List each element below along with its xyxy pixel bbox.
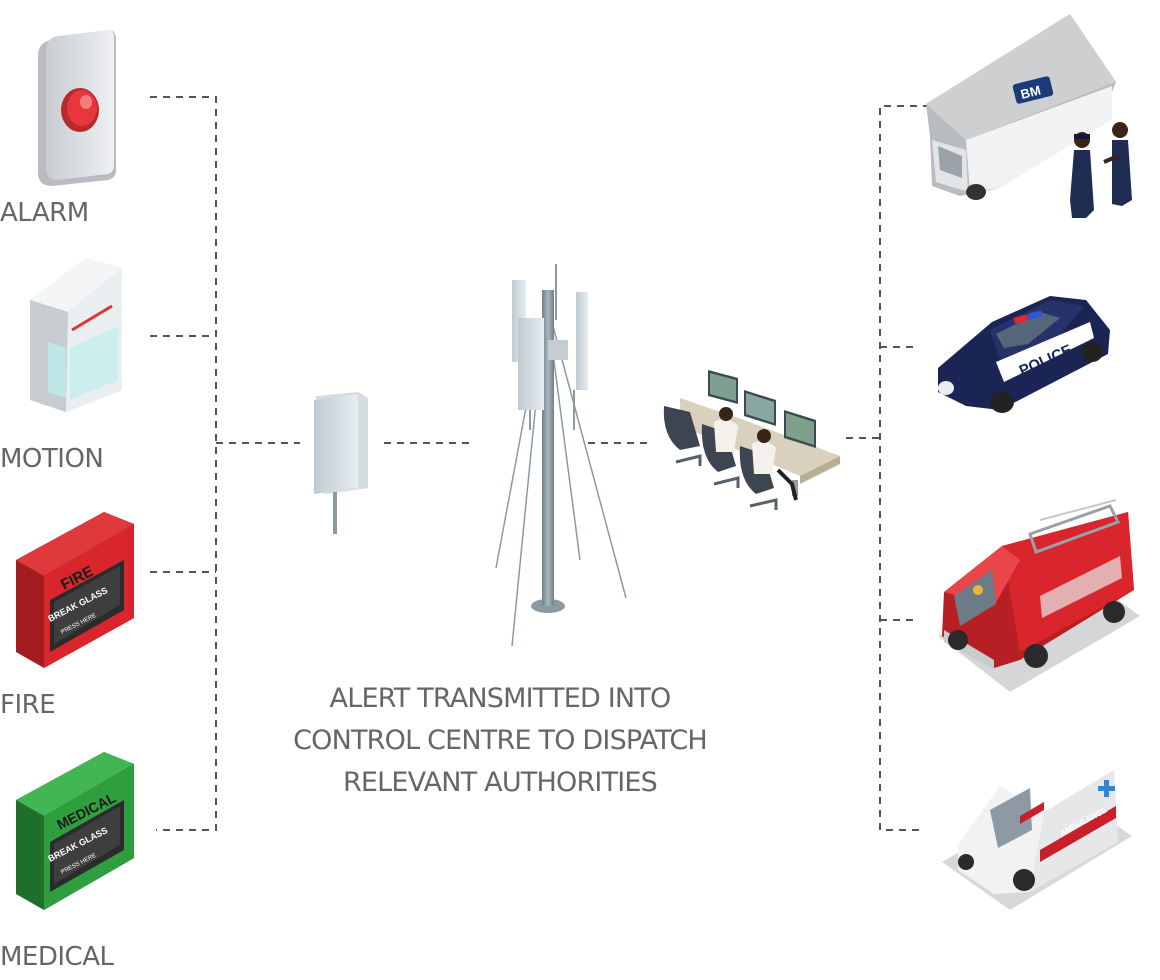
caption: ALERT TRANSMITTED INTO CONTROL CENTRE TO… xyxy=(230,678,770,804)
transmitter-icon xyxy=(314,392,368,534)
caption-line-3: RELEVANT AUTHORITIES xyxy=(342,767,658,798)
medical-call-point-icon: MEDICAL BREAK GLASS PRESS HERE xyxy=(16,752,134,910)
medical-label: MEDICAL xyxy=(0,942,114,972)
fire-truck-icon xyxy=(938,499,1140,692)
control-room-icon xyxy=(663,370,840,510)
alarm-button-icon xyxy=(38,30,116,186)
van-logo-text: BM xyxy=(1019,82,1042,101)
ambulance-icon: AMBULANCE xyxy=(942,744,1132,910)
left-connector-lines xyxy=(150,96,300,831)
right-connector-lines xyxy=(846,105,930,831)
motion-label: MOTION xyxy=(0,444,104,474)
cell-tower-icon xyxy=(495,264,627,647)
fire-label: FIRE xyxy=(0,690,56,720)
fire-call-point-icon: FIRE BREAK GLASS PRESS HERE xyxy=(16,512,134,668)
police-car-icon: POLICE xyxy=(938,296,1110,413)
security-van-icon: BM xyxy=(926,14,1132,218)
alarm-label: ALARM xyxy=(0,198,89,228)
caption-line-2: CONTROL CENTRE TO DISPATCH xyxy=(293,725,708,756)
caption-line-1: ALERT TRANSMITTED INTO xyxy=(329,683,672,714)
motion-sensor-icon xyxy=(30,258,122,412)
